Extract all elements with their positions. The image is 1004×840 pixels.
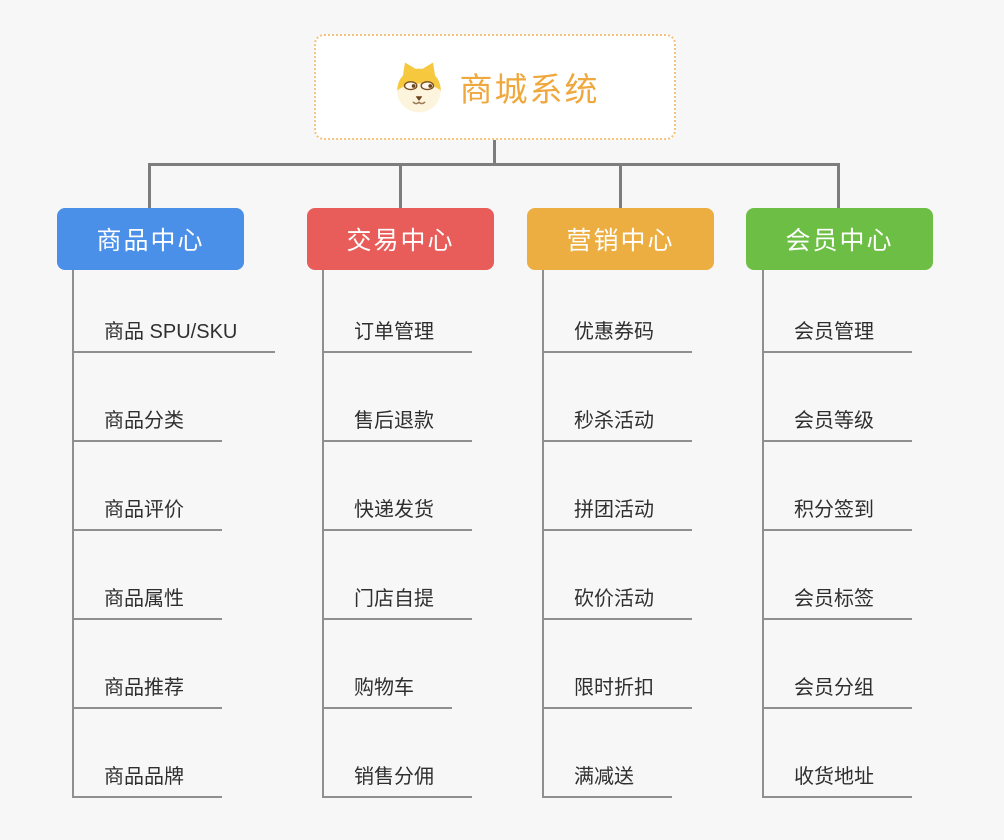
leaf-node[interactable]: 收货地址: [762, 764, 912, 798]
leaf-node[interactable]: 销售分佣: [322, 764, 472, 798]
dog-icon: [391, 59, 447, 115]
leaf-node[interactable]: 订单管理: [322, 319, 472, 353]
leaf-node[interactable]: 快递发货: [322, 497, 472, 531]
leaf-node[interactable]: 商品品牌: [72, 764, 222, 798]
connector-drop: [837, 163, 840, 208]
branch-trunk: [72, 270, 74, 798]
connector-stem: [493, 140, 496, 165]
leaf-node[interactable]: 商品分类: [72, 408, 222, 442]
leaf-node[interactable]: 售后退款: [322, 408, 472, 442]
branch-trunk: [542, 270, 544, 798]
leaf-node[interactable]: 秒杀活动: [542, 408, 692, 442]
leaf-node[interactable]: 优惠券码: [542, 319, 692, 353]
leaf-node[interactable]: 会员标签: [762, 586, 912, 620]
leaf-node[interactable]: 拼团活动: [542, 497, 692, 531]
branch-node-trade-center[interactable]: 交易中心: [307, 208, 494, 270]
leaf-node[interactable]: 门店自提: [322, 586, 472, 620]
leaf-node[interactable]: 会员管理: [762, 319, 912, 353]
leaf-node[interactable]: 砍价活动: [542, 586, 692, 620]
leaf-node[interactable]: 限时折扣: [542, 675, 692, 709]
connector-drop: [619, 163, 622, 208]
root-title: 商城系统: [459, 71, 600, 108]
leaf-node[interactable]: 积分签到: [762, 497, 912, 531]
leaf-node[interactable]: 满减送: [542, 764, 672, 798]
leaf-node[interactable]: 商品评价: [72, 497, 222, 531]
branch-trunk: [762, 270, 764, 798]
connector-drop: [148, 163, 151, 208]
leaf-node[interactable]: 商品推荐: [72, 675, 222, 709]
branch-node-marketing-center[interactable]: 营销中心: [527, 208, 714, 270]
leaf-node[interactable]: 购物车: [322, 675, 452, 709]
branch-node-member-center[interactable]: 会员中心: [746, 208, 933, 270]
branch-node-product-center[interactable]: 商品中心: [57, 208, 244, 270]
leaf-node[interactable]: 商品属性: [72, 586, 222, 620]
leaf-node[interactable]: 商品 SPU/SKU: [72, 319, 276, 353]
root-node[interactable]: 商城系统: [314, 34, 676, 140]
connector-horizontal: [148, 163, 840, 166]
connector-drop: [399, 163, 402, 208]
branch-trunk: [322, 270, 324, 798]
leaf-node[interactable]: 会员分组: [762, 675, 912, 709]
leaf-node[interactable]: 会员等级: [762, 408, 912, 442]
